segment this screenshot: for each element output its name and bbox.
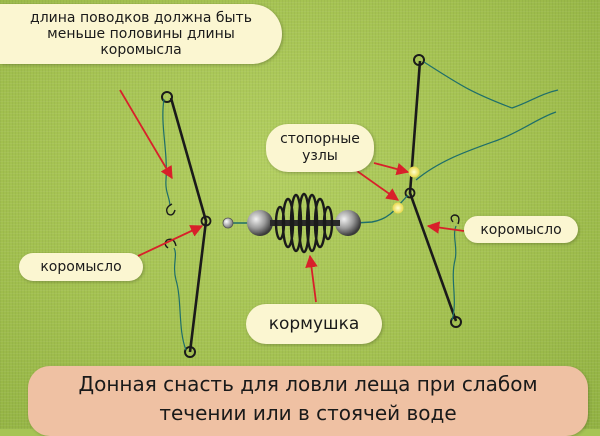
- right-boom-label: коромысло: [464, 216, 578, 243]
- left-hook-lower: [164, 238, 177, 249]
- stop-knots-line-2: узлы: [302, 148, 338, 164]
- caption-banner: Донная снасть для ловли леща при слабом …: [28, 366, 588, 436]
- arrow-knot-upper: [373, 162, 410, 176]
- stop-knots-line-1: стопорные: [280, 131, 360, 147]
- stop-knot-lower: [392, 202, 404, 214]
- left-boom-top-loop: [161, 91, 173, 103]
- caption-line-1: Донная снасть для ловли леща при слабом: [78, 372, 538, 396]
- arrow-knot-lower: [349, 165, 400, 201]
- right-leaders: [397, 61, 559, 321]
- left-boom: [161, 91, 212, 358]
- arrow-left-boom: [137, 225, 204, 257]
- annotation-arrows: [119, 89, 465, 303]
- caption-line-2: течении или в стоячей воде: [159, 401, 457, 425]
- left-hook-upper: [165, 203, 176, 216]
- right-hook: [450, 214, 460, 225]
- leader-length-note: длина поводков должна быть меньше полови…: [0, 4, 282, 64]
- swivel-icon: [222, 217, 234, 229]
- leader-note-line-3: коромысла: [100, 42, 182, 58]
- left-leaders: [162, 98, 187, 351]
- right-weight-ball: [335, 210, 361, 236]
- feeder-label: кормушка: [246, 304, 382, 344]
- arrow-leader-note: [119, 89, 173, 180]
- left-weight-ball: [247, 210, 273, 236]
- right-boom-center-loop: [404, 187, 416, 199]
- right-boom-bottom-loop: [450, 316, 462, 328]
- leader-note-line-1: длина поводков должна быть: [30, 10, 252, 26]
- arrow-right-boom: [426, 221, 465, 234]
- leader-note-line-2: меньше половины длины: [47, 26, 235, 42]
- stop-knots-label: стопорные узлы: [266, 124, 374, 172]
- stop-knot-upper: [408, 166, 420, 178]
- left-boom-center-loop: [200, 215, 212, 227]
- left-boom-label: коромысло: [19, 253, 143, 281]
- left-boom-bottom-loop: [184, 346, 196, 358]
- right-boom: [404, 54, 462, 328]
- feeder-icon: [247, 192, 361, 254]
- right-boom-top-loop: [413, 54, 425, 66]
- arrow-feeder: [305, 254, 318, 303]
